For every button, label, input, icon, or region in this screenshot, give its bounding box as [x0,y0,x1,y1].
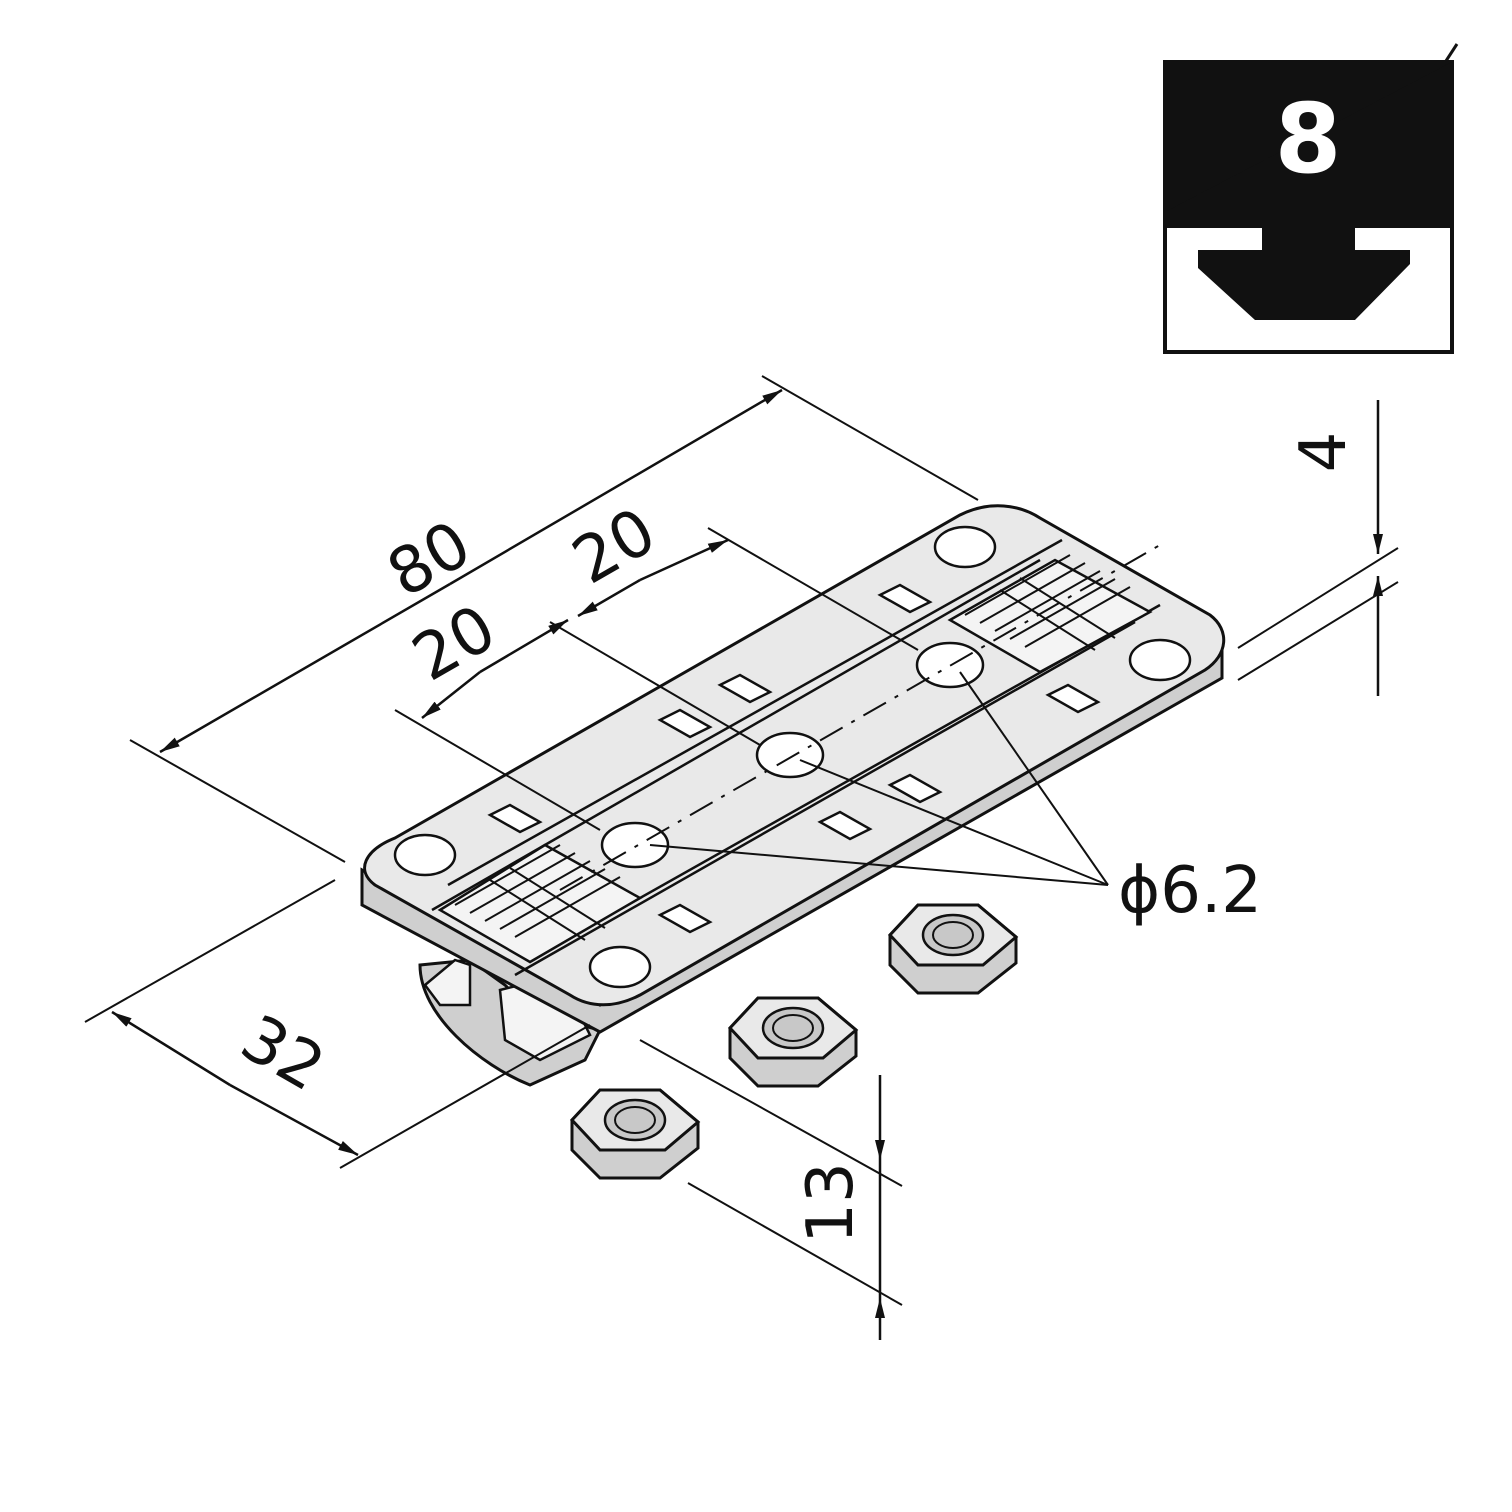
slot-3 [717,673,773,704]
plate-rib-1 [447,538,1063,887]
grip-area-back [947,554,1153,674]
plate-rib-4 [514,620,1136,977]
t-slot-profile-icon [1165,62,1452,228]
grip-area-front [437,843,643,964]
profile-size-label: 8 [1275,83,1342,195]
hex-nut-3 [887,903,1019,995]
hole-diameter-label: ϕ6.2 [1118,854,1262,928]
slot-6 [817,810,873,841]
dimension-height: 13 [639,1039,903,1340]
mounting-hole-1 [393,833,457,877]
hole-centerline [559,544,1161,891]
connector-plate [360,504,1226,1087]
dimension-thickness-label: 4 [1287,432,1361,473]
mounting-hole-2 [588,945,652,989]
slot-1 [487,803,543,834]
dimension-height-label: 13 [794,1162,868,1243]
slot-4 [877,583,933,614]
mounting-hole-4 [1128,638,1192,682]
mounting-hole-3 [933,525,997,569]
dimension-width-label: 32 [229,1001,337,1106]
profile-size-badge: 8 [1163,43,1459,354]
hex-nut-1 [569,1088,701,1180]
slot-2 [657,708,713,739]
t-slot-shape-icon [1198,210,1410,320]
center-hole-2 [755,731,825,779]
slot-8 [1045,683,1101,714]
hole-diameter-callout: ϕ6.2 [649,671,1262,928]
plate-lug-slot [423,958,472,1007]
hex-nut-2 [727,996,859,1088]
badge-tick [1442,43,1459,65]
dimension-thickness: 4 [1237,400,1399,696]
slot-5 [657,903,713,934]
slot-7 [887,773,943,804]
